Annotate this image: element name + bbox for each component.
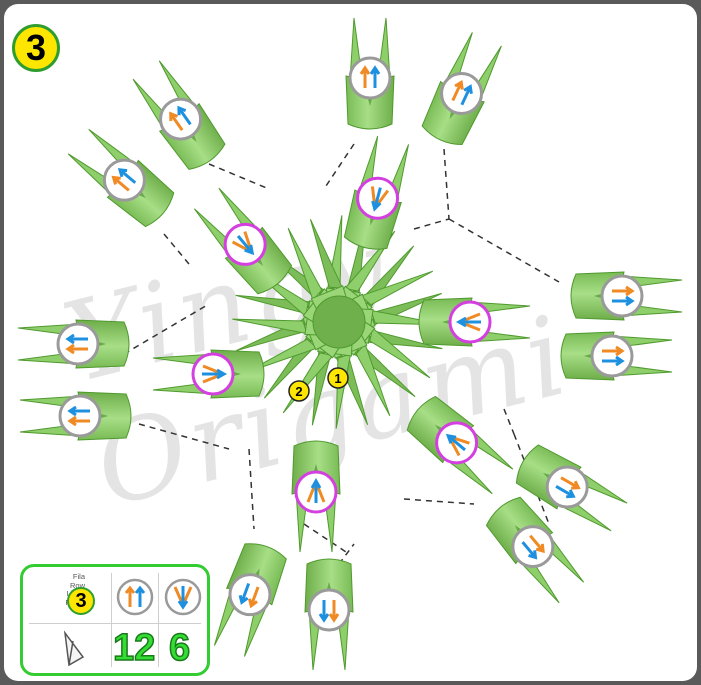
origami-piece: [561, 332, 672, 380]
origami-piece: [571, 272, 682, 320]
grey-direction-marker: [513, 527, 553, 567]
step-number-badge: 3: [12, 24, 60, 72]
dashed-connector: [449, 219, 559, 282]
grey-direction-marker: [104, 160, 144, 200]
legend-box: Fila Row Ligne Reihe 3 12 6: [20, 564, 210, 676]
magenta-direction-marker: [225, 224, 265, 264]
dashed-connector: [249, 449, 254, 529]
magenta-direction-marker: [450, 302, 490, 342]
grey-direction-marker: [547, 467, 587, 507]
magenta-direction-marker: [437, 423, 477, 463]
grey-direction-marker: [592, 336, 632, 376]
origami-piece: [20, 392, 131, 440]
grey-direction-marker: [309, 590, 349, 630]
origami-piece: [153, 350, 264, 398]
magenta-direction-marker: [358, 178, 398, 218]
grey-direction-marker: [161, 99, 201, 139]
origami-piece: [60, 120, 181, 235]
origami-piece: [292, 441, 340, 552]
dashed-connector: [164, 234, 189, 264]
origami-piece: [399, 388, 520, 503]
position-marker-2: 2: [289, 381, 309, 401]
grey-direction-marker: [350, 58, 390, 98]
origami-piece: [346, 18, 394, 129]
origami-piece: [205, 538, 291, 660]
dashed-connector: [414, 219, 449, 229]
svg-text:2: 2: [295, 384, 302, 399]
dashed-connector: [139, 424, 229, 449]
grey-direction-marker: [602, 276, 642, 316]
origami-piece: [341, 134, 417, 254]
magenta-direction-marker: [296, 472, 336, 512]
legend-row-badge: 3: [67, 587, 95, 615]
dashed-connector: [124, 304, 209, 354]
origami-piece: [123, 54, 232, 177]
origami-piece: [185, 180, 300, 301]
origami-piece: [18, 320, 129, 368]
dashed-connector: [504, 409, 514, 434]
dashed-connector: [444, 149, 449, 219]
down-arrow-icon: [163, 577, 203, 617]
origami-piece: [416, 28, 511, 151]
grey-direction-marker: [442, 74, 482, 114]
grey-direction-marker: [58, 324, 98, 364]
origami-piece: [305, 559, 353, 670]
grey-direction-marker: [230, 575, 270, 615]
dashed-connector: [304, 524, 349, 554]
svg-text:1: 1: [334, 371, 341, 386]
double-up-count: 12: [113, 627, 155, 670]
dashed-connector: [324, 144, 354, 189]
down-count: 6: [169, 627, 190, 670]
position-marker-1: 1: [328, 368, 348, 388]
magenta-direction-marker: [193, 354, 233, 394]
diagram-canvas: Yingy Origami 1 2 3 Fi: [4, 4, 697, 681]
origami-piece: [419, 298, 530, 346]
grey-direction-marker: [60, 396, 100, 436]
dashed-connector: [209, 164, 269, 189]
double-up-arrow-icon: [115, 577, 155, 617]
dashed-connector: [404, 499, 474, 504]
paper-piece-icon: [59, 627, 89, 669]
